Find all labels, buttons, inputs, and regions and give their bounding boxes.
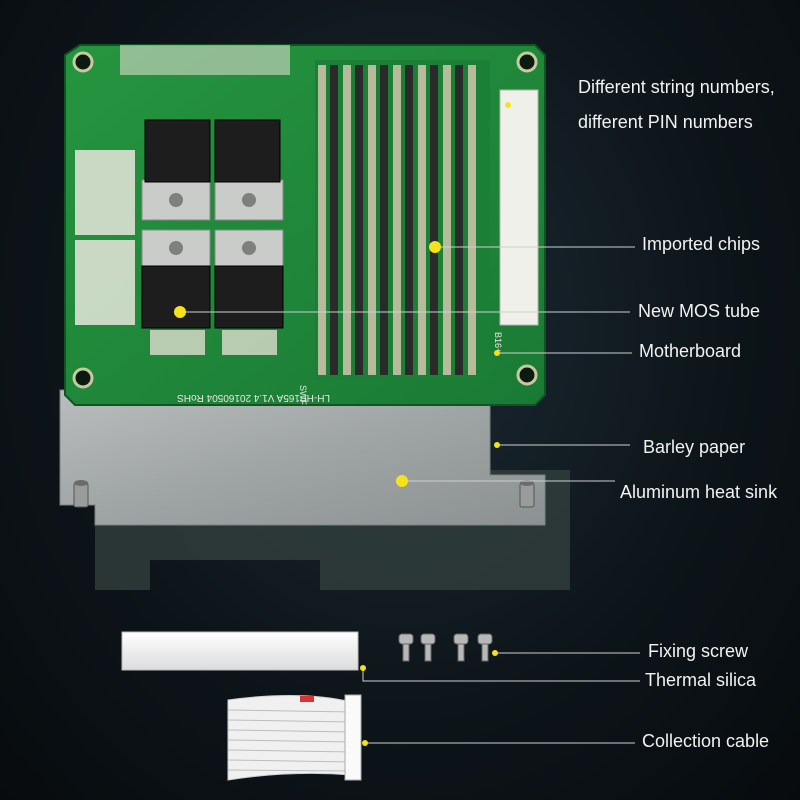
marker-dots: [174, 102, 511, 746]
label-imported-chips: Imported chips: [642, 234, 761, 254]
collection-cable: [227, 694, 362, 781]
board-version-text: LH-HP165A V1.4 20160504 RoHS: [177, 392, 330, 403]
mos-tubes: [141, 119, 284, 355]
board-b16-text: B16+: [493, 332, 503, 353]
label-motherboard: Motherboard: [639, 341, 742, 361]
label-new-mos-tube: New MOS tube: [638, 301, 761, 321]
label-collection-cable: Collection cable: [642, 731, 770, 751]
label-string-numbers-line2: different PIN numbers: [578, 112, 753, 132]
label-aluminum-heat-sink: Aluminum heat sink: [620, 482, 778, 502]
board-swf-text: SWF: [298, 385, 308, 405]
label-fixing-screw: Fixing screw: [648, 641, 749, 661]
chip-array: [315, 60, 490, 380]
pin-connector: [499, 89, 539, 326]
label-string-numbers-line1: Different string numbers,: [578, 77, 775, 97]
leader-lines: [180, 246, 640, 744]
thermal-silica-pad: [121, 631, 359, 671]
fixing-screws: [398, 633, 493, 662]
aluminum-heat-sink: [59, 389, 546, 526]
motherboard-pcb: LH-HP165A V1.4 20160504 RoHS SWF B16+: [64, 44, 546, 406]
label-thermal-silica: Thermal silica: [645, 670, 757, 690]
label-barley-paper: Barley paper: [643, 437, 746, 457]
